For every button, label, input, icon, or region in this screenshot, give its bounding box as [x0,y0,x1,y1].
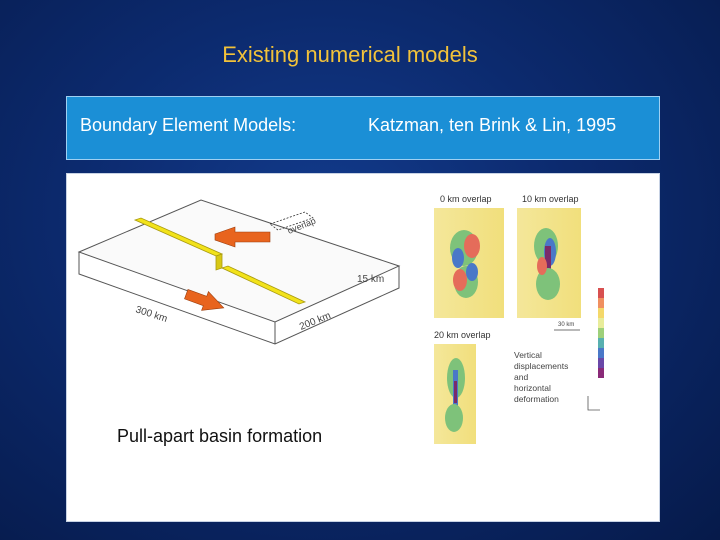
scale-label: 30 km [558,322,574,328]
axis-glyph [587,396,600,411]
legend-line-3: and [514,372,528,382]
figure-panel: overlap 15 km 300 km 200 km Pull-apart b… [66,173,660,522]
block-model-diagram: overlap 15 km 300 km 200 km [77,199,401,345]
subtitle-citation: Katzman, ten Brink & Lin, 1995 [368,115,617,135]
displacement-panels: 0 km overlap 10 km overlap 30 km 20 km o… [434,194,604,444]
length-label: 300 km [134,304,169,325]
subtitle-box: Boundary Element Models: Katzman, ten Br… [66,96,660,160]
legend-line-2: displacements [514,361,568,371]
overlap-label: overlap [286,216,317,236]
depth-label: 15 km [357,274,384,285]
legend-line-5: deformation [514,394,559,404]
panel-label-0km: 0 km overlap [440,194,492,204]
slide-title: Existing numerical models [222,42,478,67]
width-label: 200 km [298,310,333,332]
panel-label-20km: 20 km overlap [434,330,491,340]
figure-caption: Pull-apart basin formation [117,426,323,446]
subtitle-models: Boundary Element Models: [80,115,297,135]
panel-label-10km: 10 km overlap [522,194,579,204]
legend-line-4: horizontal [514,383,551,393]
legend-line-1: Vertical [514,350,542,360]
